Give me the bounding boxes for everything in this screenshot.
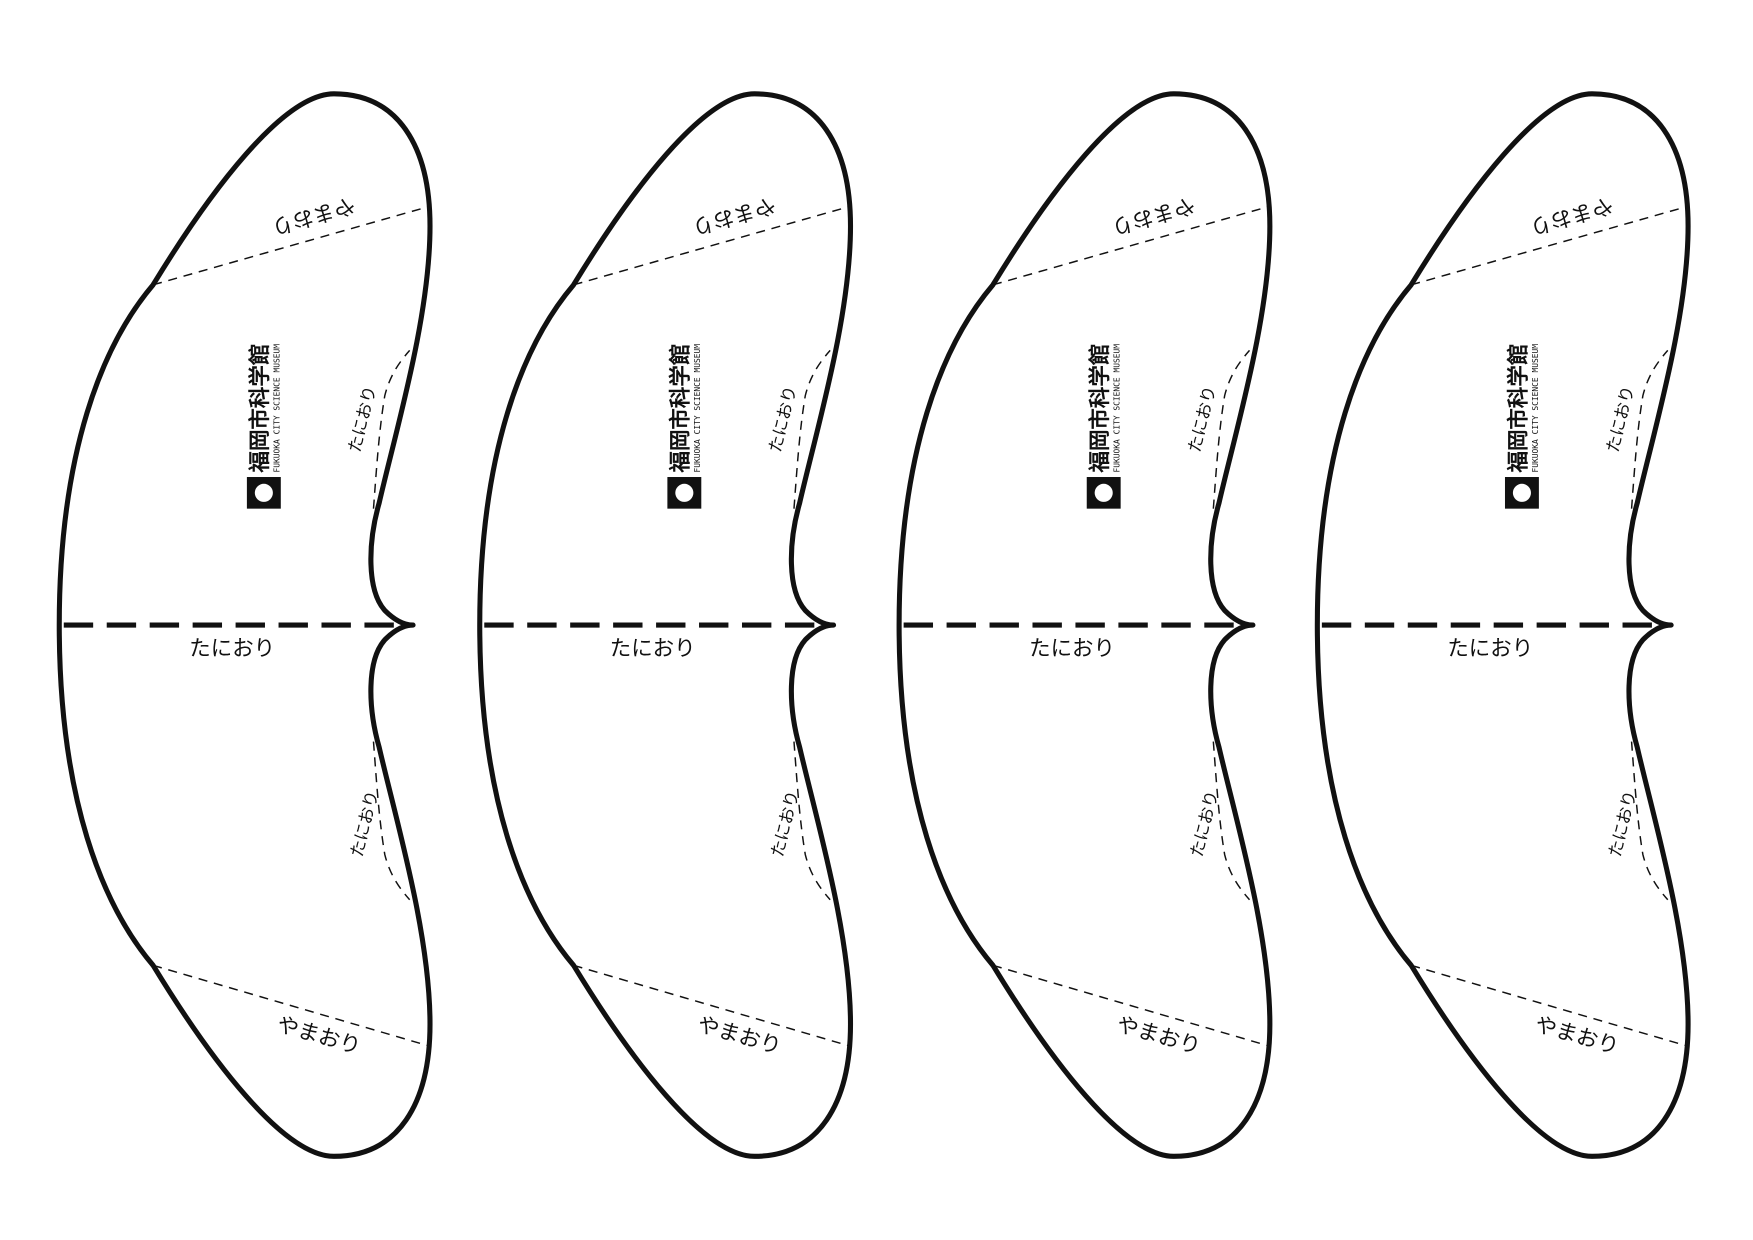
valley-fold-line-bottom [1212,741,1251,901]
logo-name-en: FUKUOKA CITY SCIENCE MUSEUM [273,344,282,473]
valley-fold-line-top [793,349,831,509]
center-valley-fold-label: たにおり [189,637,275,662]
logo-name-en: FUKUOKA CITY SCIENCE MUSEUM [693,344,702,473]
logo-name-jp: 福岡市科学館 [247,344,273,474]
mountain-fold-line-bottom [573,964,849,1047]
logo-name-jp: 福岡市科学館 [1505,344,1531,474]
valley-fold-line-top [1212,349,1251,509]
center-valley-fold-label: たにおり [610,637,696,662]
logo-name-jp: 福岡市科学館 [1087,344,1113,474]
center-valley-fold-label: たにおり [1447,637,1533,662]
mountain-fold-line-top [573,206,849,286]
mountain-fold-line-top [992,206,1268,286]
logo-name-en: FUKUOKA CITY SCIENCE MUSEUM [1531,344,1540,473]
valley-fold-line-bottom [1630,741,1669,901]
logo-mark-circle [254,483,273,502]
mountain-fold-line-bottom [1410,964,1687,1047]
valley-fold-line-top [372,349,411,509]
mountain-fold-line-top [152,206,428,286]
center-valley-fold-label: たにおり [1029,637,1115,662]
valley-fold-line-bottom [793,741,831,901]
mountain-fold-line-bottom [152,964,428,1047]
logo-mark-circle [1094,483,1113,502]
mountain-fold-line-top [1410,206,1687,286]
logo-name-jp: 福岡市科学館 [668,344,694,474]
logo-mark-circle [675,483,694,502]
mountain-fold-line-bottom [992,964,1268,1047]
logo-name-en: FUKUOKA CITY SCIENCE MUSEUM [1113,344,1122,473]
valley-fold-line-top [1630,349,1669,509]
valley-fold-line-bottom [372,741,411,901]
logo-mark-circle [1512,483,1531,502]
